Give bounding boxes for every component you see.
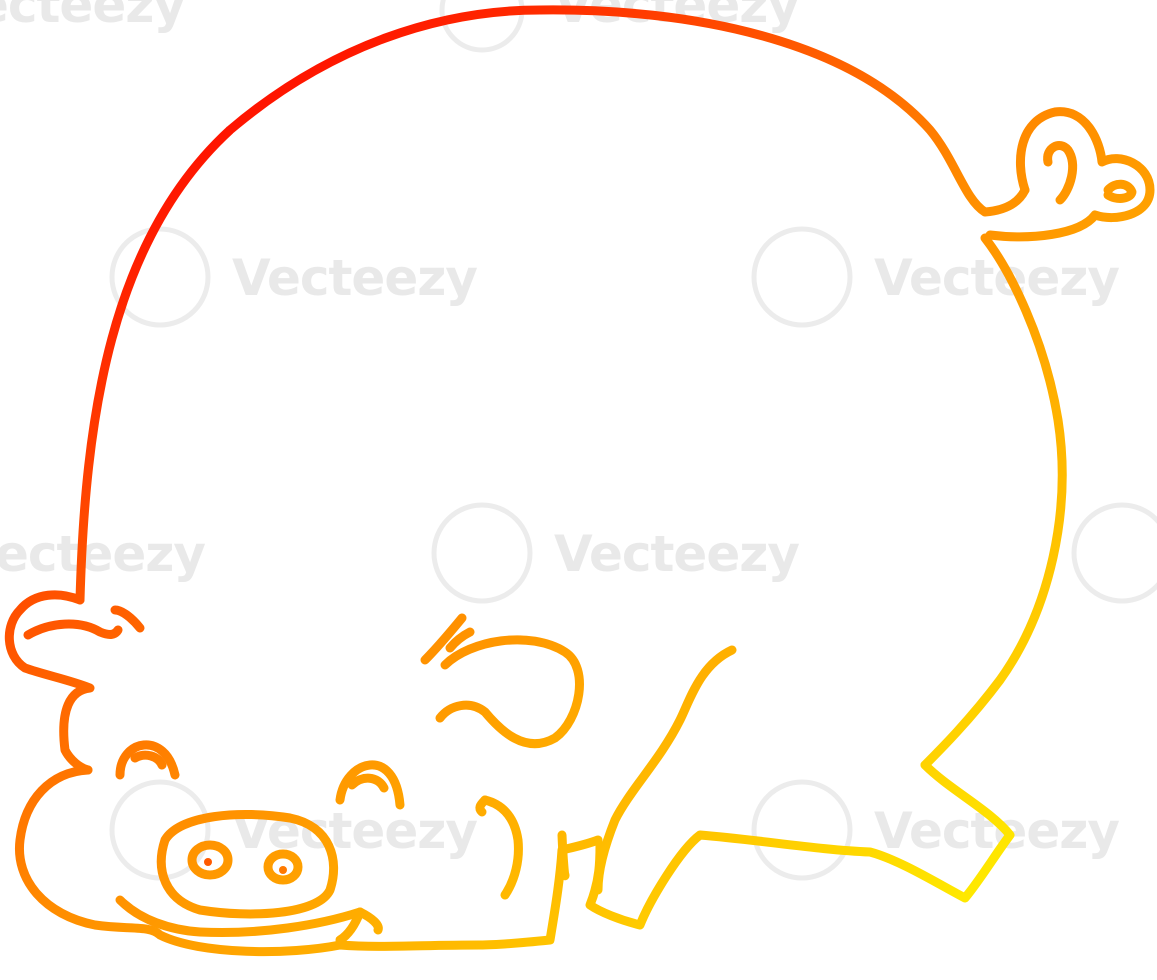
pig-eye-left-lid [130,750,167,770]
watermark-logo-icon [109,226,211,328]
watermark-text: Vecteezy [0,0,185,34]
pig-eye-right-lid [347,773,389,793]
pig-ear-mark [110,605,145,633]
pig-wrinkle-mark-2 [445,627,475,653]
watermark-4: Vecteezy [0,502,1157,604]
pig-wrinkle-mark-1 [420,613,467,665]
pig-head-outline [14,765,485,957]
watermark-logo-icon [431,502,533,604]
pig-tail [985,107,1155,242]
watermark-layer: Vecteezy Vecteezy Vecteezy Vecteezy Vect… [0,0,1157,881]
pig-wrinkle-swirl [435,635,584,749]
watermark-6: Vecteezy [751,779,1120,881]
watermark-1: Vecteezy [109,226,478,328]
pig-ear-inner [23,619,123,640]
pig-front-leg-inner [557,830,570,881]
pig-front-leg [593,645,737,895]
pig-nostril-left [187,840,233,880]
pig-mouth-end [335,907,365,945]
watermark-text: Vecteezy [232,249,477,307]
pig-front-leg-back [475,835,603,950]
pig-nostril-right [263,849,303,885]
pig-back-leg [585,760,1015,930]
watermark-text: Vecteezy [232,802,477,860]
pig-eye-left [115,740,180,780]
watermark-3: Vecteezy [431,502,800,604]
watermark-text: Vecteezy [0,525,205,583]
watermark-text: Vecteezy [554,525,799,583]
watermark-2: Vecteezy [751,226,1120,328]
pig-rear-outline [920,233,1067,770]
pig-snout [156,810,339,919]
pig-ear [4,590,95,775]
pig-cheek-line [480,795,523,900]
watermark-logo-icon [751,226,853,328]
pig-eye-right [335,760,405,810]
watermark-logo-icon [751,779,853,881]
pig-body-outline [75,5,1030,605]
pig-cheek-mark [475,795,490,817]
pig-drawing [4,5,1155,957]
pig-nostril-right-dot [279,866,287,874]
pig-mouth [115,895,383,937]
pig-tail-tip [1103,179,1137,203]
pig-nostril-left-dot [204,858,212,866]
watermark-logo-icon [1071,502,1157,604]
watermark-7: Vecteezy Vecteezy [0,0,800,53]
pig-tail-curl [1043,141,1077,205]
